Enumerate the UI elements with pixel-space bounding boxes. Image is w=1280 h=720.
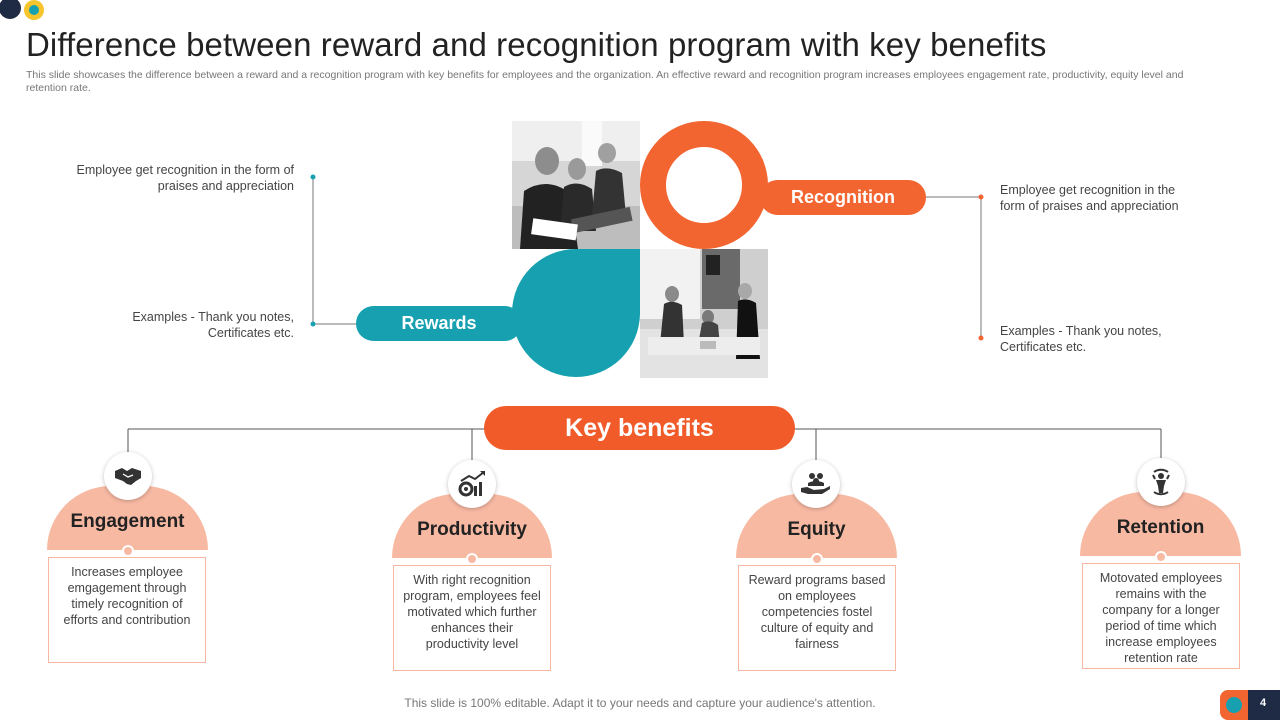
recognition-description: Employee get recognition in the form of … [1000, 183, 1179, 213]
recognition-examples: Examples - Thank you notes, Certificates… [1000, 324, 1162, 354]
brand-logo-icon [0, 0, 44, 20]
equity-title: Equity [787, 519, 846, 540]
person-cycle-icon [1137, 458, 1185, 506]
retention-dot [1155, 551, 1167, 563]
recognition-ring-shape [640, 121, 768, 249]
business-meeting-photo [512, 121, 640, 249]
equity-dot [811, 553, 823, 565]
handshake-icon [104, 452, 152, 500]
rewards-examples: Examples - Thank you notes, Certificates… [132, 310, 294, 340]
page-badge [1220, 690, 1280, 720]
recognition-pill: Recognition [760, 180, 926, 215]
page-number: 4 [1259, 697, 1267, 709]
rewards-shape [512, 249, 640, 377]
footer-note: This slide is 100% editable. Adapt it to… [404, 696, 876, 710]
retention-title: Retention [1116, 517, 1205, 538]
productivity-description: With right recognition program, employee… [393, 565, 551, 671]
rewards-description: Employee get recognition in the form of … [76, 163, 294, 193]
productivity-title: Productivity [417, 519, 527, 540]
productivity-dot [466, 553, 478, 565]
page-title: Difference between reward and recognitio… [26, 26, 1047, 63]
engagement-dot [122, 545, 134, 557]
growth-gear-icon [448, 460, 496, 508]
engagement-description: Increases employee emgagement through ti… [48, 557, 206, 663]
rewards-pill: Rewards [356, 306, 522, 341]
equity-description: Reward programs based on employees compe… [738, 565, 896, 671]
key-benefits-banner: Key benefits [484, 406, 795, 450]
team-meeting-photo [640, 249, 768, 378]
engagement-title: Engagement [70, 511, 185, 532]
page-subtitle: This slide showcases the difference betw… [26, 69, 1184, 94]
retention-description: Motovated employees remains with the com… [1082, 563, 1240, 669]
team-hand-icon [792, 460, 840, 508]
